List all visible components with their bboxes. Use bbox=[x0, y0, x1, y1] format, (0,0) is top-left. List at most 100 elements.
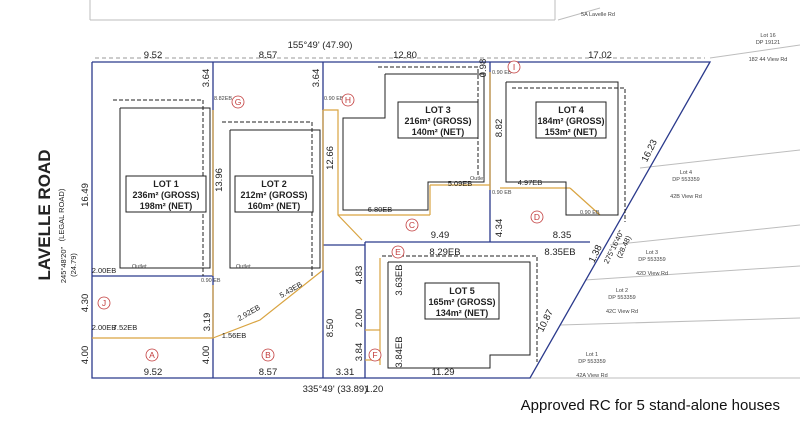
dim-inner-10: 2.92EB bbox=[236, 303, 262, 323]
road-name: LAVELLE ROAD bbox=[35, 150, 54, 281]
lot-3-title: LOT 3 bbox=[425, 105, 451, 115]
dim-inner-4: 8.35EB bbox=[544, 247, 575, 258]
caption: Approved RC for 5 stand-alone houses bbox=[521, 397, 780, 414]
dim-right-1: 16.23 bbox=[640, 138, 660, 164]
road-length: (24.79) bbox=[69, 253, 78, 277]
road-bearing: 245°48'20" bbox=[59, 247, 68, 284]
dim-v-5: 3.19 bbox=[202, 313, 213, 332]
eb-note-d: 0.90 EB bbox=[492, 190, 512, 196]
svg-text:Lot 4: Lot 4 bbox=[680, 170, 692, 176]
dim-inner-12: 2.00EB bbox=[92, 266, 117, 275]
eb-note-h: 0.90 EB bbox=[324, 96, 344, 102]
marker-h: H bbox=[345, 95, 351, 105]
dim-inner-13: 2.00EB bbox=[92, 323, 117, 332]
buildings bbox=[113, 66, 626, 369]
lot-1-title: LOT 1 bbox=[153, 179, 179, 189]
marker-c: C bbox=[409, 220, 415, 230]
lot-2-net: 160m² (NET) bbox=[248, 201, 301, 211]
svg-text:DP 19121: DP 19121 bbox=[756, 40, 780, 46]
bottom-bearing: 335°49' (33.89) bbox=[303, 384, 368, 395]
lot-4-label: LOT 4 184m² (GROSS) 153m² (NET) bbox=[535, 101, 607, 139]
dim-v-4: 12.66 bbox=[325, 146, 336, 170]
neighbour-lot4: Lot 4 DP 553359 42B View Rd bbox=[670, 170, 702, 200]
eb-note-lot1: 0.90 EB bbox=[201, 278, 221, 284]
svg-text:Lot 16: Lot 16 bbox=[760, 33, 775, 39]
lot-5-net: 134m² (NET) bbox=[436, 308, 489, 318]
lot-1-gross: 236m² (GROSS) bbox=[132, 190, 199, 200]
dim-right-2: 10.87 bbox=[536, 308, 556, 334]
lot-4-net: 153m² (NET) bbox=[545, 127, 598, 137]
dim-inner-5: 3.63EB bbox=[394, 264, 405, 295]
road-legal: (LEGAL ROAD) bbox=[57, 188, 66, 241]
easement-lines bbox=[92, 72, 601, 365]
lot-2-gross: 212m² (GROSS) bbox=[240, 190, 307, 200]
dim-inner-2: 8.35 bbox=[553, 230, 572, 241]
dim-bottom-2: 8.57 bbox=[259, 367, 278, 378]
lot-5-label: LOT 5 165m² (GROSS) 134m² (NET) bbox=[424, 282, 500, 320]
svg-text:Lot 3: Lot 3 bbox=[646, 250, 658, 256]
dim-bottom-3: 3.31 bbox=[336, 367, 355, 378]
neighbour-lot2: Lot 2 DP 553359 42C View Rd bbox=[606, 288, 638, 315]
outlet-1: Outlet bbox=[132, 264, 147, 270]
dim-v-8: 0.98 bbox=[478, 59, 489, 78]
svg-text:Lot 1: Lot 1 bbox=[586, 352, 598, 358]
lot-5-gross: 165m² (GROSS) bbox=[428, 297, 495, 307]
svg-text:DP 553359: DP 553359 bbox=[672, 177, 699, 183]
outlet-3: Outlet bbox=[470, 176, 485, 182]
svg-text:DP 553359: DP 553359 bbox=[638, 257, 665, 263]
dim-top-2: 8.57 bbox=[259, 50, 278, 61]
marker-f: F bbox=[372, 350, 377, 360]
dim-inner-14: 4.97EB bbox=[518, 178, 543, 187]
eb-note-g: 8.82EB bbox=[214, 96, 232, 102]
lot-4-title: LOT 4 bbox=[558, 105, 584, 115]
dim-v-12: 2.00 bbox=[354, 309, 365, 328]
svg-text:42C View Rd: 42C View Rd bbox=[606, 309, 638, 315]
lot-5-title: LOT 5 bbox=[449, 286, 475, 296]
dim-v-13: 3.84 bbox=[354, 343, 365, 362]
dim-v-9: 8.82 bbox=[494, 119, 505, 138]
svg-text:42B View Rd: 42B View Rd bbox=[670, 194, 702, 200]
lot-3-gross: 216m² (GROSS) bbox=[404, 116, 471, 126]
dim-left-1: 16.49 bbox=[80, 183, 91, 207]
easement-markers bbox=[97, 60, 544, 362]
marker-d: D bbox=[534, 212, 540, 222]
dim-bottom-4: 1.20 bbox=[365, 384, 384, 395]
dim-top-1: 9.52 bbox=[144, 50, 163, 61]
lot-2-title: LOT 2 bbox=[261, 179, 287, 189]
neighbour-lot1: Lot 1 DP 553359 42A View Rd bbox=[576, 352, 607, 379]
svg-text:Lot 2: Lot 2 bbox=[616, 288, 628, 294]
svg-text:DP 553359: DP 553359 bbox=[578, 359, 605, 365]
dim-v-10: 4.34 bbox=[494, 219, 505, 238]
neighbour-lot16: Lot 16 DP 19121 182 44 View Rd bbox=[749, 33, 788, 63]
dim-v-3: 13.96 bbox=[214, 168, 225, 192]
lot-4-gross: 184m² (GROSS) bbox=[537, 116, 604, 126]
svg-text:DP 553359: DP 553359 bbox=[608, 295, 635, 301]
lot-2-label: LOT 2 212m² (GROSS) 160m² (NET) bbox=[234, 175, 314, 213]
dim-inner-15: 5.09EB bbox=[448, 179, 473, 188]
neighbour-lot3: Lot 3 DP 553359 42D View Rd bbox=[636, 250, 668, 277]
outlet-2: Outlet bbox=[236, 264, 251, 270]
marker-a: A bbox=[149, 350, 155, 360]
dim-inner-7: 7.52EB bbox=[113, 323, 138, 332]
marker-j: J bbox=[102, 298, 106, 308]
svg-text:42A View Rd: 42A View Rd bbox=[576, 373, 607, 379]
marker-e: E bbox=[395, 247, 401, 257]
context-lines bbox=[89, 0, 800, 379]
svg-text:42D View Rd: 42D View Rd bbox=[636, 271, 668, 277]
road-label: LAVELLE ROAD (LEGAL ROAD) 245°48'20" (24… bbox=[35, 150, 78, 284]
lot-3-label: LOT 3 216m² (GROSS) 140m² (NET) bbox=[397, 101, 479, 139]
dim-v-2: 3.64 bbox=[311, 69, 322, 88]
dim-v-1: 3.64 bbox=[201, 69, 212, 88]
dim-inner-1: 9.49 bbox=[431, 230, 450, 241]
marker-i: I bbox=[513, 62, 515, 72]
marker-g: G bbox=[235, 97, 242, 107]
dim-left-2: 4.30 bbox=[80, 294, 91, 313]
dim-left-3: 4.00 bbox=[80, 346, 91, 365]
lot-1-label: LOT 1 236m² (GROSS) 198m² (NET) bbox=[125, 175, 207, 213]
lot-1-net: 198m² (NET) bbox=[140, 201, 193, 211]
dim-v-11: 4.83 bbox=[354, 266, 365, 285]
dim-v-7: 4.00 bbox=[201, 346, 212, 365]
top-bearing: 155°49' (47.90) bbox=[288, 40, 353, 51]
dim-top-4: 17.02 bbox=[588, 50, 612, 61]
